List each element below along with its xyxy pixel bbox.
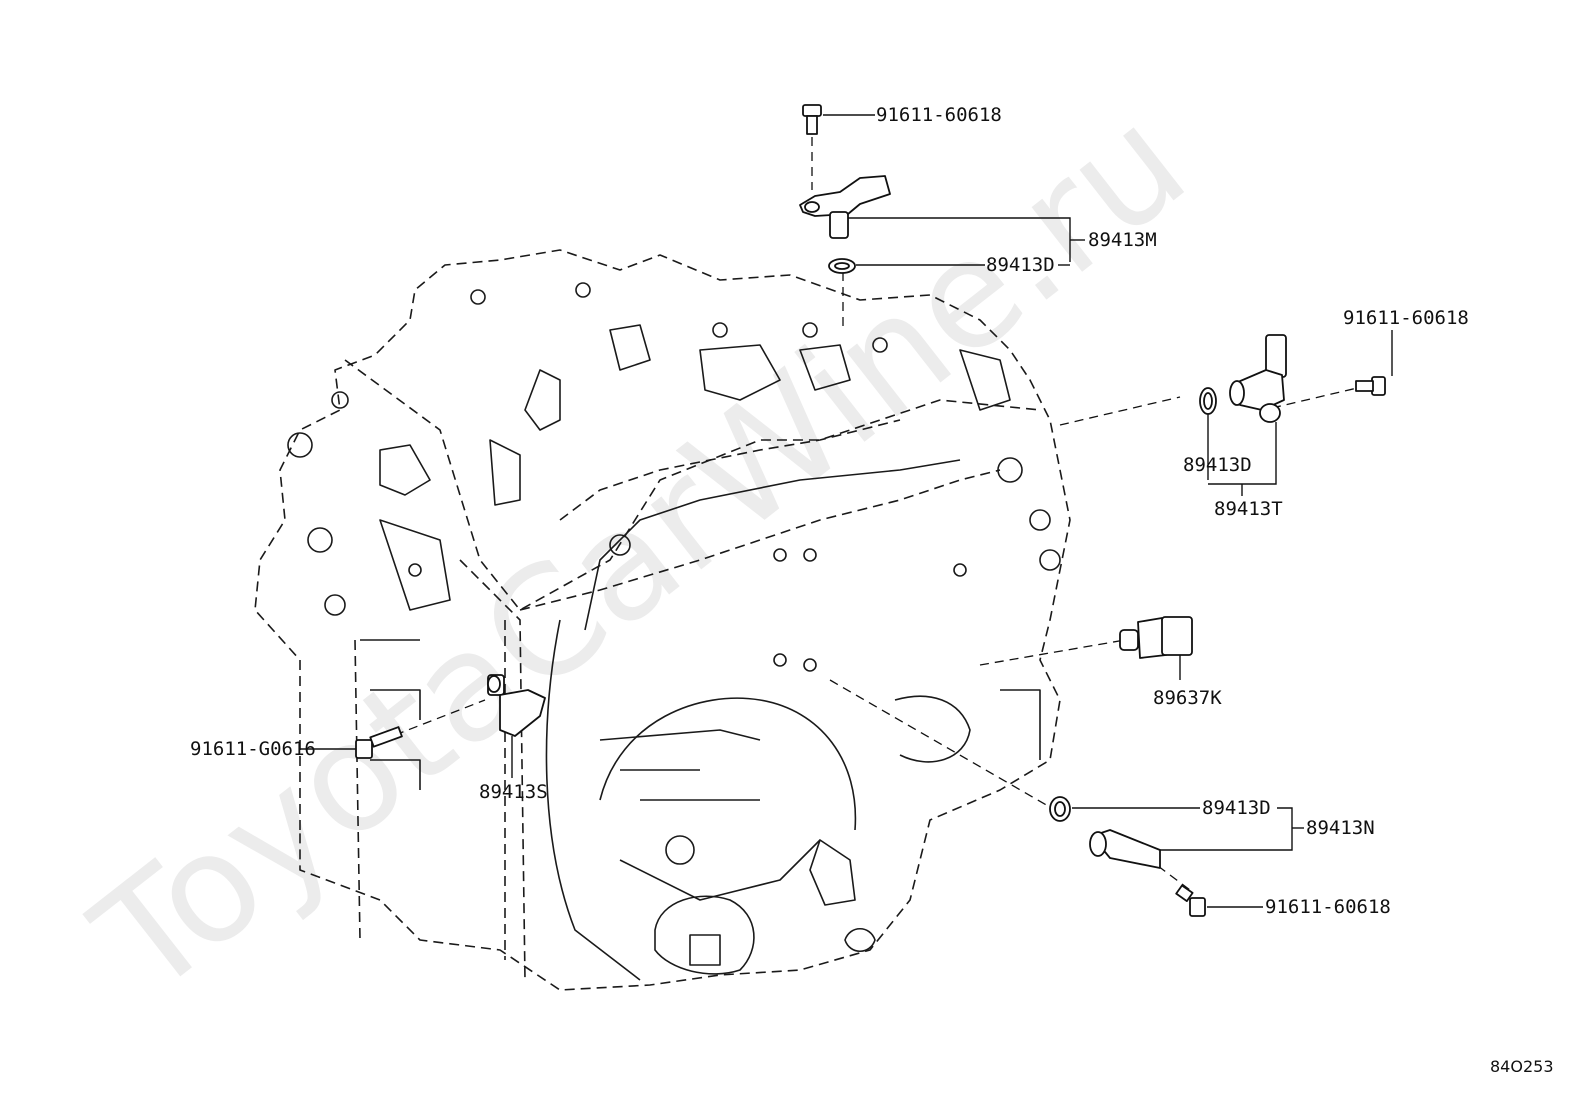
- speed-sensor-top-icon: [799, 175, 891, 239]
- bolt-top-icon: [802, 104, 822, 135]
- top-sensor-group: 91611-60618 89413M 89413D: [799, 104, 1157, 330]
- label-bolt-lower: 91611-60618: [1265, 896, 1391, 918]
- label-oring-top: 89413D: [986, 254, 1055, 276]
- o-ring-top-icon: [828, 258, 856, 274]
- label-sensor-left: 89413S: [479, 781, 548, 803]
- label-temp-sensor: 89637K: [1153, 687, 1222, 709]
- right-sensor-group: 91611-60618 89413D 89413T: [1059, 307, 1469, 520]
- o-ring-lower-icon: [1049, 796, 1071, 822]
- label-sensor-lower: 89413N: [1306, 817, 1375, 839]
- o-ring-right-icon: [1199, 387, 1217, 415]
- speed-sensor-lower-icon: [1089, 829, 1161, 869]
- diagram-code: 84O253: [1490, 1057, 1554, 1076]
- speed-sensor-left-icon: [487, 674, 546, 737]
- bolt-right-icon: [1355, 376, 1386, 396]
- label-sensor-top: 89413M: [1088, 229, 1157, 251]
- transmission-housing: [254, 249, 1071, 991]
- lower-sensor-group: 89413D 89413N 91611-60618: [829, 679, 1391, 918]
- bolt-lower-icon: [1175, 884, 1206, 917]
- speed-sensor-right-icon: [1229, 334, 1287, 423]
- label-bolt-left: 91611-G0616: [190, 738, 316, 760]
- label-bolt-right: 91611-60618: [1343, 307, 1469, 329]
- label-oring-lower: 89413D: [1202, 797, 1271, 819]
- label-bolt-top: 91611-60618: [876, 104, 1002, 126]
- bolt-left-icon: [355, 726, 403, 759]
- temp-sensor-group: 89637K: [979, 616, 1222, 709]
- label-oring-right: 89413D: [1183, 454, 1252, 476]
- temp-sensor-icon: [1119, 616, 1193, 659]
- left-sensor-group: 91611-G0616 89413S: [190, 674, 548, 803]
- label-sensor-right: 89413T: [1214, 498, 1283, 520]
